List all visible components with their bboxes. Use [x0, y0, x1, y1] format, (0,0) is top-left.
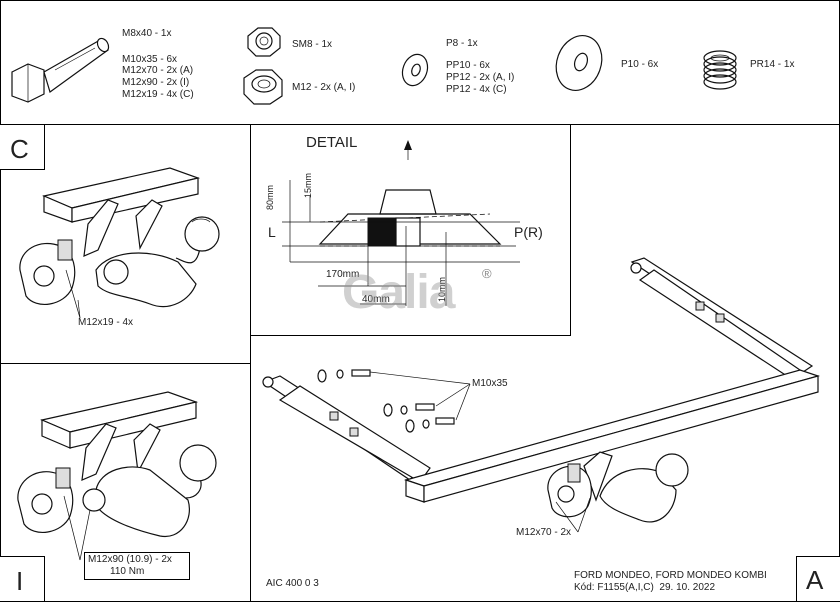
panel-c-callout: M12x19 - 4x: [78, 317, 134, 328]
panel-a-letter-box: [796, 556, 840, 601]
galia-watermark: Galia: [342, 266, 455, 319]
dim-pr: P(R): [514, 224, 543, 240]
spring-pr14-label: PR14 - 1x: [750, 59, 795, 70]
nut-sm8-icon: [247, 27, 281, 57]
panel-c-drawing: [19, 167, 220, 319]
panel-c-letter-box: [0, 125, 45, 170]
bolt-list-item: M12x70 - 2x (A): [122, 65, 194, 76]
detail-title: DETAIL: [306, 134, 358, 151]
dim-40mm: 40mm: [362, 294, 390, 305]
dim-170mm: 170mm: [326, 269, 360, 280]
nut-m12-label: M12 - 2x (A, I): [292, 82, 356, 93]
panel-a-drawing: [262, 257, 821, 533]
washer-pp-label: PP12 - 2x (A, I): [446, 72, 515, 83]
divider-detail-right: [570, 124, 571, 336]
footer-vehicle: FORD MONDEO, FORD MONDEO KOMBI: [574, 570, 767, 581]
dim-15mm: 15mm: [303, 172, 313, 198]
dim-l: L: [268, 224, 276, 240]
bolt-icon: [11, 37, 110, 103]
footer-kod: Kód: F1155(A,I,C) 29. 10. 2022: [574, 582, 716, 593]
washer-p10-icon: [555, 35, 603, 91]
panel-i-callout-line1: M12x90 (10.9) - 2x: [88, 554, 172, 565]
panel-i-drawing: [17, 391, 217, 561]
bolt-m8x40-label: M8x40 - 1x: [122, 28, 172, 39]
washer-pp-icon: [401, 53, 429, 87]
dim-80mm: 80mm: [265, 184, 275, 210]
divider-left-panels: [0, 363, 251, 364]
panel-i-callout-box: [84, 552, 190, 580]
washer-p10-label: P10 - 6x: [621, 59, 659, 70]
footer-code: AIC 400 0 3: [266, 578, 319, 589]
divider-parts: [0, 124, 840, 125]
detail-drawing: [282, 140, 520, 306]
registered-mark: ®: [482, 266, 492, 281]
washer-p8-label: P8 - 1x: [446, 38, 478, 49]
nut-sm8-label: SM8 - 1x: [292, 39, 333, 50]
panel-c-letter: C: [10, 134, 29, 164]
washer-pp-label: PP10 - 6x: [446, 60, 490, 71]
panel-a-callout-top: M10x35: [472, 378, 508, 389]
panel-i-letter: I: [16, 566, 24, 596]
panel-i-letter-box: [0, 556, 45, 601]
panel-a-callout-bottom: M12x70 - 2x: [516, 527, 572, 538]
washer-pp-label: PP12 - 4x (C): [446, 84, 507, 95]
bolt-list-item: M12x19 - 4x (C): [122, 89, 194, 100]
panel-a-letter: A: [806, 565, 824, 595]
panel-i-callout-line2: 110 Nm: [110, 566, 145, 577]
spring-pr14-icon: [703, 50, 737, 90]
nut-m12-icon: [243, 69, 283, 105]
bolt-list-item: M12x90 - 2x (I): [122, 77, 190, 88]
bolt-list-item: M10x35 - 6x: [122, 54, 178, 65]
divider-detail: [250, 335, 571, 336]
